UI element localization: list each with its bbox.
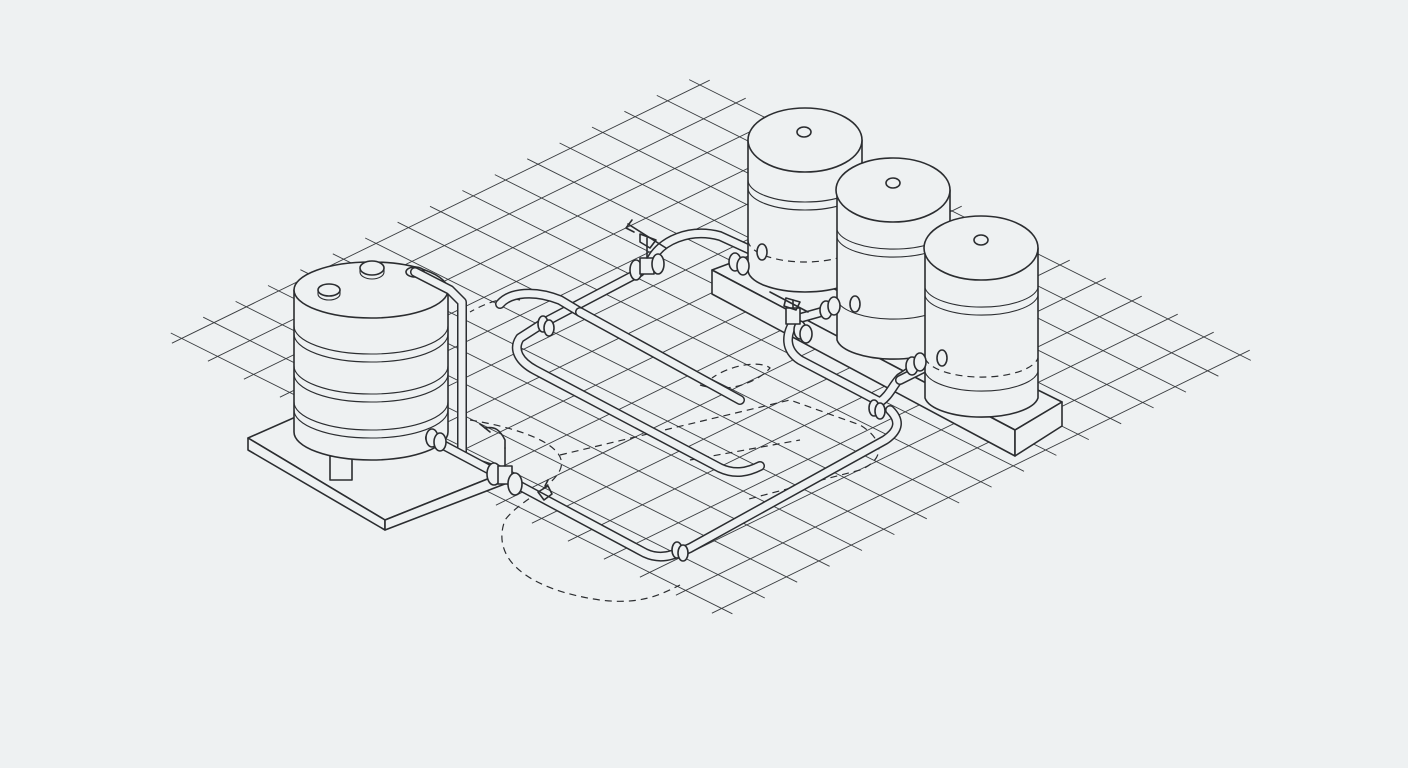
valve-main-outlet: [479, 423, 553, 501]
pipe-flange-icon: [868, 399, 886, 420]
tank-cap-icon: [796, 126, 812, 138]
pipe-flange-icon: [849, 295, 861, 313]
pipe-flange-icon: [671, 541, 689, 562]
grid-line: [639, 313, 1178, 578]
main-storage-tank: [293, 260, 449, 461]
small-tank-3: [923, 215, 1039, 418]
grid-line: [207, 97, 746, 362]
tank-cap-icon: [973, 234, 989, 246]
valve-upper-header: [625, 219, 667, 281]
small-tank-1: [747, 107, 863, 293]
pipe-flange-icon: [537, 315, 555, 337]
grid-line: [603, 295, 1142, 560]
pipe-flange-icon: [793, 320, 813, 344]
grid-line: [171, 79, 710, 344]
tank-port-icon: [317, 283, 341, 297]
pipe-flange-icon: [905, 352, 927, 376]
flanges: [425, 243, 948, 562]
valve-middle-tank: [769, 291, 809, 325]
small-tank-2: [835, 157, 951, 360]
tank-cap-icon: [885, 177, 901, 189]
pipe-flange-icon: [728, 252, 750, 276]
grid-line: [462, 190, 1025, 472]
pipe-flange-icon: [819, 296, 841, 320]
pipe-flange-icon: [425, 428, 447, 452]
gate-valve-icon: [479, 423, 523, 496]
grid-line: [429, 205, 992, 488]
gate-valve-icon: [625, 219, 667, 281]
gate-valve-icon: [537, 479, 553, 501]
gate-valve-icon: [769, 291, 809, 325]
pipe-flange-icon: [756, 243, 768, 261]
tank-port-icon: [359, 260, 385, 276]
pipe-flange-icon: [936, 349, 948, 367]
grid-line: [711, 349, 1250, 614]
grid-line: [675, 331, 1214, 596]
